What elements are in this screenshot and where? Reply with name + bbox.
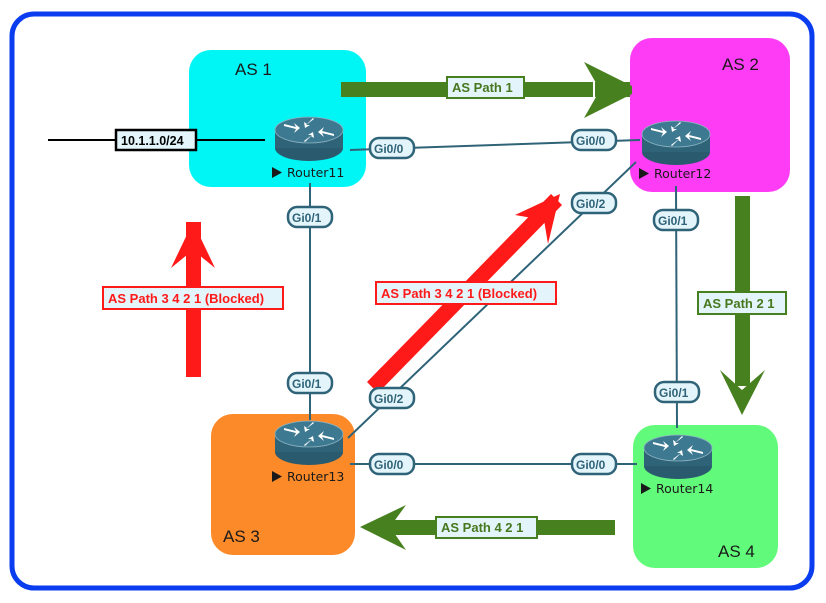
router14[interactable]: Router14 (641, 434, 713, 496)
svg-text:Gi0/0: Gi0/0 (374, 142, 404, 156)
svg-text:Gi0/0: Gi0/0 (576, 458, 606, 472)
as-path-blocked-vertical-label: AS Path 3 4 2 1 (Blocked) (102, 286, 284, 310)
svg-text:Gi0/1: Gi0/1 (292, 211, 322, 225)
svg-text:Gi0/1: Gi0/1 (292, 377, 322, 391)
router11[interactable]: Router11 (272, 116, 344, 180)
svg-text:AS Path 3 4 2 1 (Blocked): AS Path 3 4 2 1 (Blocked) (108, 291, 264, 306)
as-path-4-2-1-label: AS Path 4 2 1 (435, 516, 538, 539)
svg-text:AS Path 3 4 2 1 (Blocked): AS Path 3 4 2 1 (Blocked) (381, 286, 537, 301)
router-icon (643, 434, 713, 480)
router11-label: Router11 (287, 165, 344, 180)
svg-text:AS Path 4 2 1: AS Path 4 2 1 (441, 520, 523, 535)
svg-text:Gi0/2: Gi0/2 (576, 197, 606, 211)
as2-label: AS 2 (722, 55, 759, 74)
play-icon (272, 167, 282, 178)
as-path-2-1-label: AS Path 2 1 (697, 291, 787, 315)
svg-text:AS Path 1: AS Path 1 (452, 80, 513, 95)
router-icon (274, 420, 344, 466)
as-path-1-label: AS Path 1 (446, 76, 525, 99)
as4-label: AS 4 (718, 542, 755, 561)
iface-r13-gi0-1[interactable]: Gi0/1 (286, 371, 334, 395)
router-icon (274, 116, 344, 162)
play-icon (272, 471, 282, 482)
router12[interactable]: Router12 (639, 120, 711, 181)
router-icon (641, 120, 711, 166)
play-icon (641, 483, 651, 494)
iface-r12-gi0-0[interactable]: Gi0/0 (570, 128, 618, 152)
svg-text:Gi0/2: Gi0/2 (374, 392, 404, 406)
iface-r14-gi0-1[interactable]: Gi0/1 (653, 380, 701, 404)
iface-r13-gi0-0[interactable]: Gi0/0 (368, 452, 416, 476)
iface-r13-gi0-2[interactable]: Gi0/2 (368, 386, 416, 410)
svg-text:Gi0/0: Gi0/0 (576, 134, 606, 148)
network-label: 10.1.1.0/24 (114, 128, 198, 152)
as1-label: AS 1 (235, 60, 272, 79)
svg-text:Gi0/1: Gi0/1 (658, 214, 688, 228)
play-icon (639, 168, 649, 179)
iface-r11-gi0-0[interactable]: Gi0/0 (368, 136, 416, 160)
router14-label: Router14 (656, 481, 713, 496)
iface-r12-gi0-2[interactable]: Gi0/2 (570, 191, 618, 215)
svg-text:Gi0/0: Gi0/0 (374, 458, 404, 472)
router13-label: Router13 (287, 469, 344, 484)
iface-r12-gi0-1[interactable]: Gi0/1 (652, 208, 700, 232)
router13[interactable]: Router13 (272, 420, 344, 484)
svg-text:10.1.1.0/24: 10.1.1.0/24 (121, 134, 184, 148)
svg-text:AS Path 2 1: AS Path 2 1 (703, 296, 775, 311)
as-path-blocked-diagonal-label: AS Path 3 4 2 1 (Blocked) (375, 281, 557, 305)
svg-text:Gi0/1: Gi0/1 (659, 386, 689, 400)
iface-r11-gi0-1[interactable]: Gi0/1 (286, 205, 334, 229)
router12-label: Router12 (654, 166, 711, 181)
as3-label: AS 3 (223, 527, 260, 546)
iface-r14-gi0-0[interactable]: Gi0/0 (570, 452, 618, 476)
